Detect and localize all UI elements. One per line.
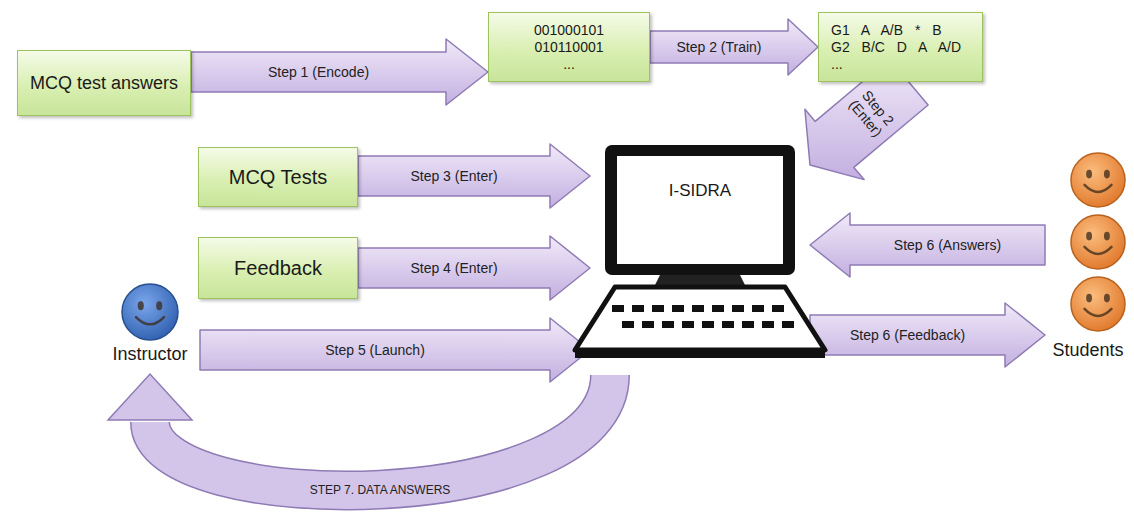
node-label: ... bbox=[831, 56, 843, 73]
curved-block-arrow bbox=[108, 374, 610, 490]
node-label: Feedback bbox=[234, 257, 322, 280]
input-box: MCQ test answers bbox=[17, 50, 191, 116]
model-box: G1 A A/B * BG2 B/C D A A/D... bbox=[818, 12, 983, 82]
edge-label: Step 3 (Enter) bbox=[410, 168, 497, 184]
laptop-node: I-SIDRA bbox=[590, 145, 810, 375]
encoded-box: 001000101010110001... bbox=[488, 12, 650, 82]
edge-label: Step 6 (Feedback) bbox=[850, 327, 965, 343]
edge-label: Step 1 (Encode) bbox=[268, 64, 369, 80]
node-label: Students bbox=[1045, 340, 1131, 361]
node-label: Instructor bbox=[100, 344, 200, 365]
node-label: 010110001 bbox=[534, 39, 603, 56]
node-label: G2 B/C D A A/D bbox=[831, 39, 961, 56]
block-arrow bbox=[810, 213, 1045, 277]
block-arrow bbox=[191, 39, 488, 105]
node-label: G1 A A/B * B bbox=[831, 22, 942, 39]
node-label: MCQ test answers bbox=[30, 73, 178, 94]
edge-label: Step 6 (Answers) bbox=[894, 237, 1001, 253]
input-box: MCQ Tests bbox=[198, 147, 358, 207]
block-arrow bbox=[200, 318, 590, 382]
node-label: I-SIDRA bbox=[590, 181, 810, 201]
people-node: Students bbox=[1045, 150, 1131, 375]
edge-label: Step 4 (Enter) bbox=[410, 260, 497, 276]
laptop-illustration bbox=[590, 145, 810, 375]
person-node: Instructor bbox=[100, 282, 200, 372]
block-arrow bbox=[358, 144, 590, 208]
node-label: ... bbox=[563, 56, 575, 73]
edge-label: STEP 7. DATA ANSWERS bbox=[310, 482, 451, 498]
node-label: 001000101 bbox=[534, 22, 604, 39]
edge-label: Step 5 (Launch) bbox=[325, 342, 425, 358]
block-arrow bbox=[358, 236, 590, 300]
input-box: Feedback bbox=[198, 237, 358, 299]
block-arrow bbox=[650, 19, 818, 75]
block-arrow bbox=[810, 303, 1045, 367]
edge-label: Step 2 (Train) bbox=[676, 39, 761, 55]
node-label: MCQ Tests bbox=[229, 166, 328, 189]
